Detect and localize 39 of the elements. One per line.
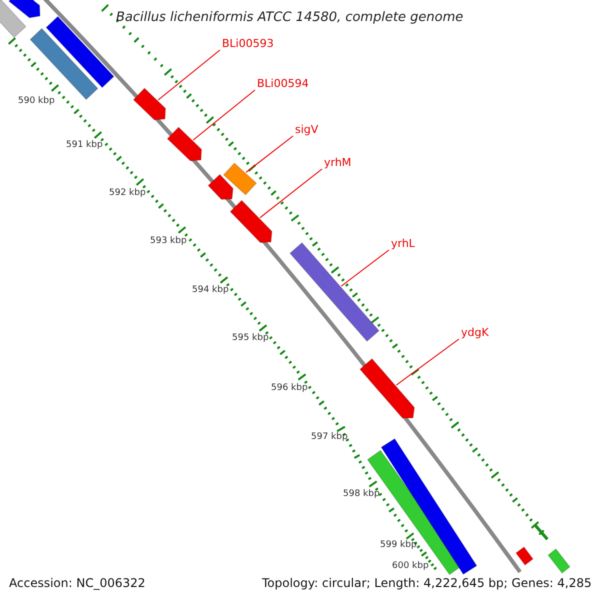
gene-feature bbox=[0, 0, 27, 38]
scale-label: 592 kbp bbox=[109, 189, 146, 198]
footer-text: Accession: NC_006322 bbox=[9, 577, 146, 589]
gene-label: ydgK bbox=[461, 327, 489, 338]
leader-line bbox=[260, 168, 322, 218]
gene-label: yrhL bbox=[391, 238, 415, 249]
gene-label: BLi00594 bbox=[257, 78, 309, 89]
gene-feature bbox=[208, 174, 234, 200]
title: Bacillus licheniformis ATCC 14580, complete genome bbox=[116, 11, 464, 24]
gene-feature bbox=[515, 546, 534, 566]
gene-feature bbox=[222, 162, 258, 196]
leader-line bbox=[192, 90, 256, 140]
gene-label: BLi00593 bbox=[222, 38, 274, 49]
gene-feature bbox=[8, 0, 41, 18]
gene-label: sigV bbox=[295, 124, 318, 135]
gene-feature bbox=[230, 200, 272, 244]
gene-feature bbox=[46, 16, 114, 88]
scale-label: 599 kbp bbox=[380, 541, 417, 550]
scale-label: 593 kbp bbox=[150, 237, 187, 246]
gene-label: yrhM bbox=[324, 157, 352, 168]
gene-feature bbox=[166, 126, 202, 162]
scale-label: 594 kbp bbox=[192, 286, 229, 295]
gene-feature bbox=[359, 358, 415, 418]
gene-feature bbox=[289, 242, 380, 342]
gene-feature bbox=[380, 438, 478, 575]
leader-line bbox=[158, 50, 220, 100]
scale-label: 591 kbp bbox=[66, 141, 103, 150]
scale-label: 595 kbp bbox=[232, 334, 269, 343]
gene-feature bbox=[547, 548, 571, 574]
leader-line bbox=[396, 338, 460, 386]
scale-label: 590 kbp bbox=[18, 97, 55, 106]
scale-label: 597 kbp bbox=[311, 433, 348, 442]
gene-feature bbox=[132, 88, 166, 120]
leader-line bbox=[340, 250, 390, 287]
footer-text: Topology: circular; Length: 4,222,645 bp; Genes: 4,285 bbox=[262, 577, 592, 589]
leader-line bbox=[246, 136, 294, 173]
scale-label: 598 kbp bbox=[343, 490, 380, 499]
scale-label: 600 kbp bbox=[392, 562, 429, 571]
scale-label: 596 kbp bbox=[271, 384, 308, 393]
